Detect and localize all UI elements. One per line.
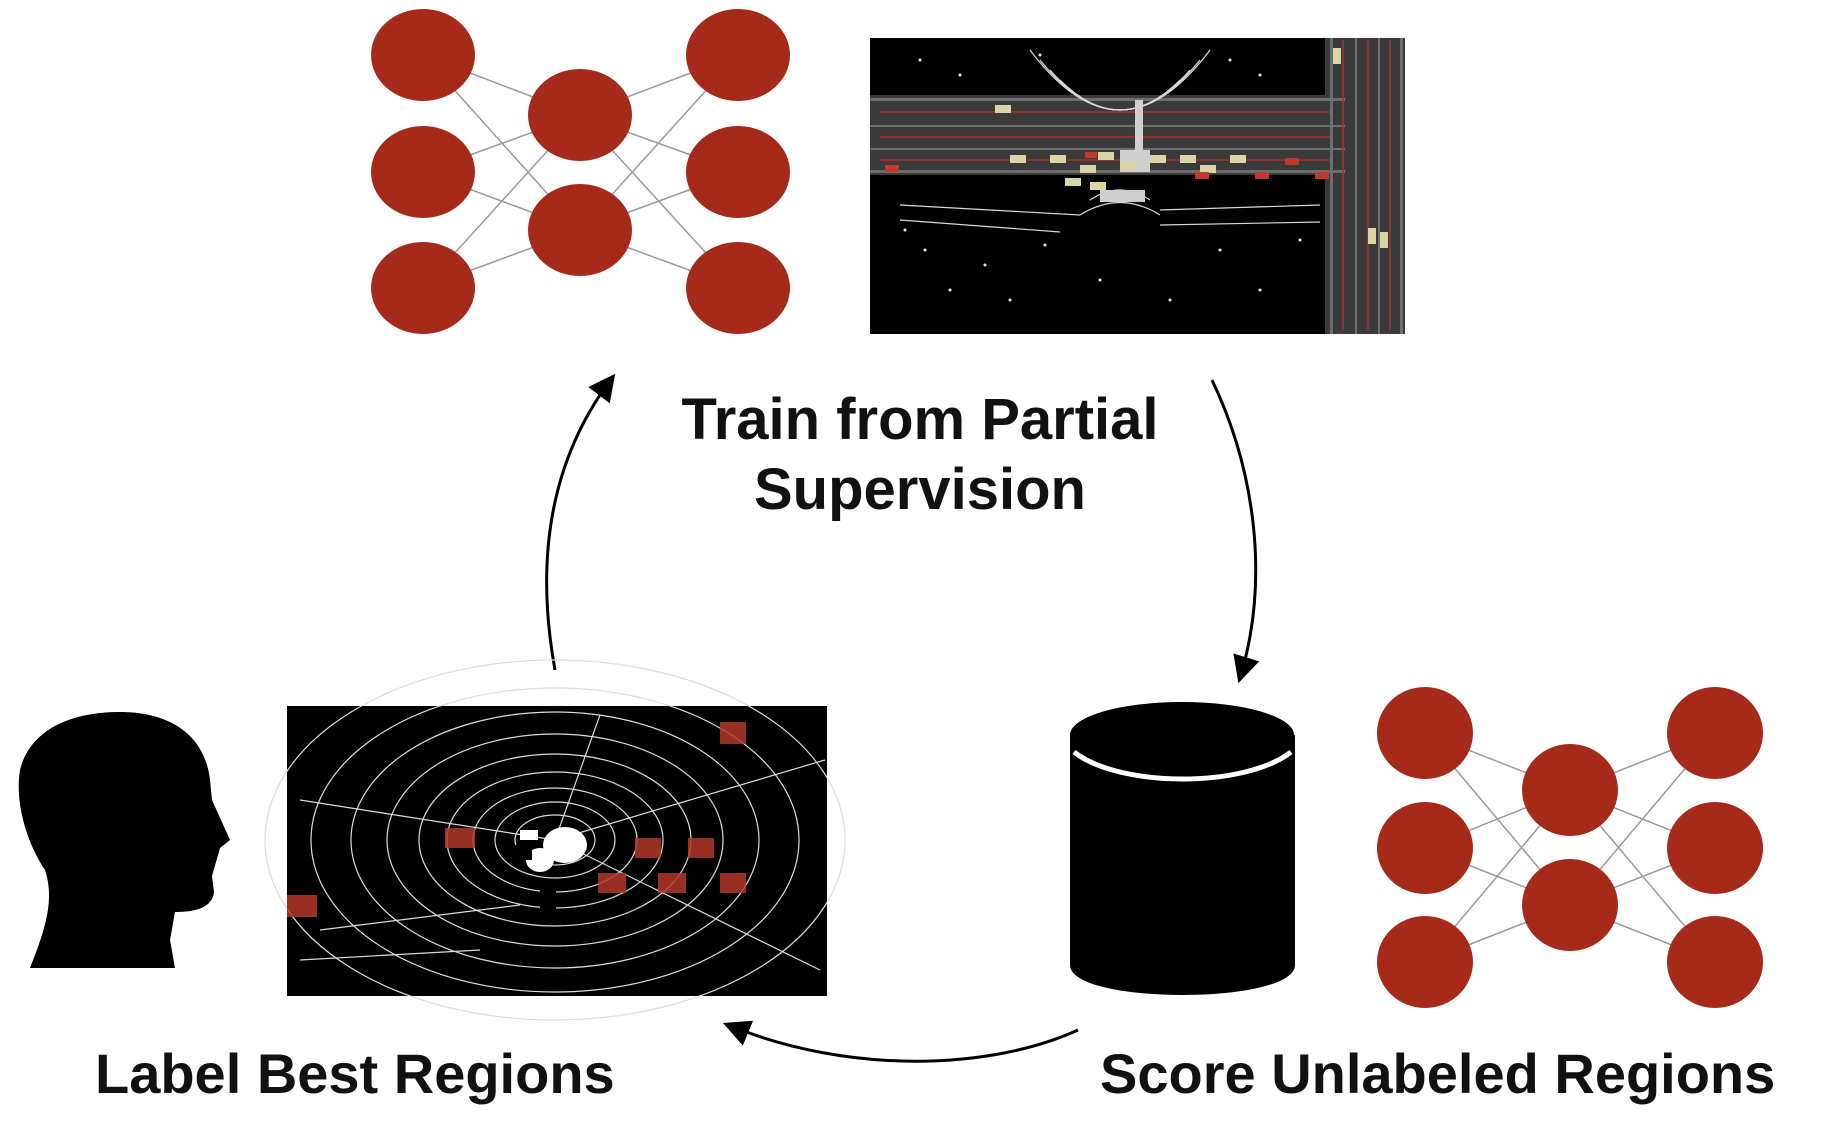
nn-node (371, 126, 475, 218)
nn-node (1377, 916, 1473, 1008)
selected-region (688, 838, 714, 858)
selected-region (287, 895, 317, 917)
selected-region (445, 828, 475, 848)
nn-node (528, 69, 632, 161)
bottom-lidar-scan-image (264, 659, 846, 1021)
selected-region (598, 873, 626, 893)
nn-node (1667, 687, 1763, 779)
arrow-to-train (545, 373, 616, 671)
nn-node (1667, 802, 1763, 894)
nn-node (371, 9, 475, 101)
nn-node (686, 126, 790, 218)
nn-node (371, 242, 475, 334)
human-head-silhouette-icon (18, 712, 230, 968)
top-lidar-map-image (870, 38, 1405, 334)
nn-node (686, 242, 790, 334)
selected-region (720, 722, 746, 744)
nn-node (686, 9, 790, 101)
train-step-label: Train from Partial Supervision (640, 385, 1200, 524)
train-step-label-line1: Train from Partial (681, 387, 1159, 452)
bottom-neural-network (1377, 687, 1763, 1008)
selected-region (720, 873, 746, 893)
database-cylinder-icon (1070, 702, 1295, 995)
selected-region (635, 838, 661, 858)
nn-node (528, 184, 632, 276)
score-step-label: Score Unlabeled Regions (1100, 1042, 1776, 1105)
train-step-label-line2: Supervision (754, 456, 1086, 522)
selected-region (658, 873, 686, 893)
arrow-to-label (723, 1020, 1079, 1063)
nn-node (1667, 916, 1763, 1008)
arrow-to-score (1210, 379, 1260, 684)
nn-node (1522, 859, 1618, 951)
nn-node (1377, 802, 1473, 894)
label-step-label: Label Best Regions (95, 1042, 615, 1105)
nn-node (1377, 687, 1473, 779)
top-neural-network (371, 9, 790, 334)
nn-node (1522, 744, 1618, 836)
